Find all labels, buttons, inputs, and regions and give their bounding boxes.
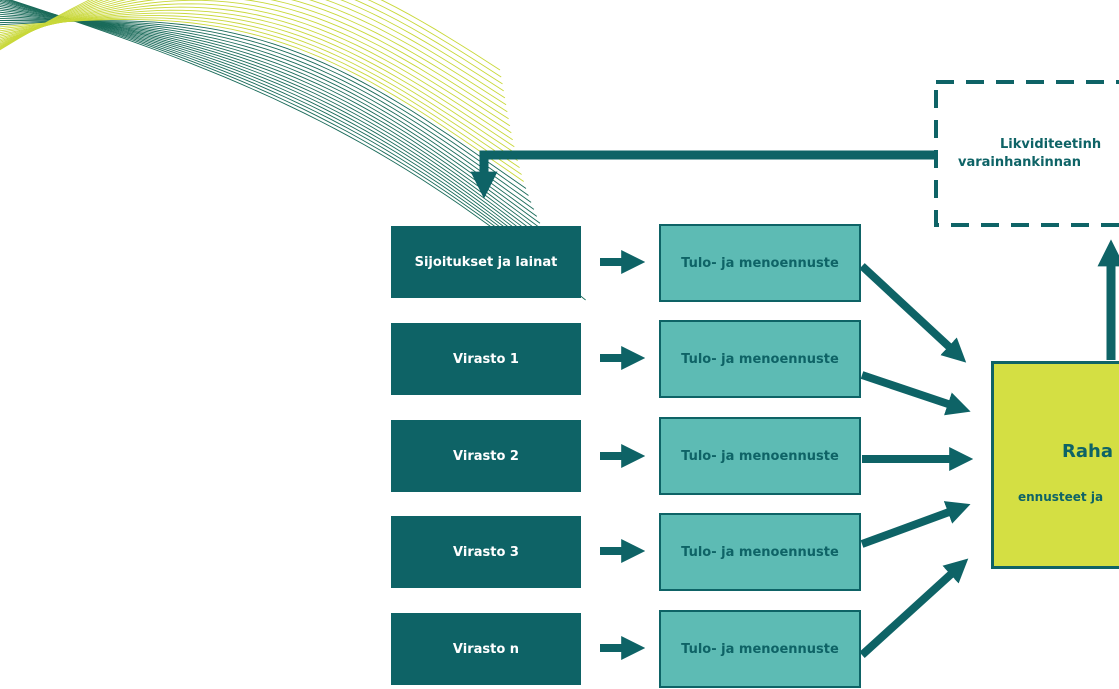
forecast-arrow-4 <box>860 501 971 548</box>
contour-line <box>0 4 559 259</box>
contour-line <box>0 0 503 85</box>
contour-line <box>0 20 527 189</box>
liquidity-line-1: Likviditeetinh <box>1000 137 1102 152</box>
contour-line <box>0 0 506 99</box>
contour-line <box>0 11 544 231</box>
contour-line <box>0 0 507 106</box>
forecast-label: Tulo- ja menoennuste <box>681 351 839 367</box>
forecast-box-1: Tulo- ja menoennuste <box>659 224 861 302</box>
source-label: Virasto 1 <box>453 351 519 367</box>
source-box-virasto-3: Virasto 3 <box>391 516 581 588</box>
contour-line <box>0 3 513 141</box>
forecast-label: Tulo- ja menoennuste <box>681 255 839 271</box>
contour-line <box>0 20 529 196</box>
contour-line <box>0 6 515 148</box>
forecast-box-3: Tulo- ja menoennuste <box>659 417 861 495</box>
cash-management-box: Raha ennusteet ja <box>991 361 1119 569</box>
contour-line <box>0 0 504 92</box>
forecast-box-5: Tulo- ja menoennuste <box>659 610 861 688</box>
contour-line <box>0 18 535 210</box>
contour-line <box>0 0 512 134</box>
source-box-virasto-2: Virasto 2 <box>391 420 581 492</box>
contour-line <box>0 17 522 175</box>
contour-line <box>0 0 508 113</box>
contour-line <box>0 19 524 182</box>
contour-line <box>0 0 511 127</box>
contour-line <box>0 20 532 203</box>
source-box-sijoitukset: Sijoitukset ja lainat <box>391 226 581 298</box>
source-label: Virasto 3 <box>453 544 519 560</box>
forecast-label: Tulo- ja menoennuste <box>681 448 839 464</box>
source-label: Virasto n <box>452 641 520 657</box>
liquidity-line-2: varainhankinnan <box>958 155 1082 170</box>
contour-line <box>0 7 551 245</box>
contour-line <box>0 0 572 280</box>
contour-line <box>0 1 568 273</box>
forecast-label: Tulo- ja menoennuste <box>681 544 839 560</box>
cash-box-subtitle: ennusteet ja <box>1018 489 1104 504</box>
forecast-label: Tulo- ja menoennuste <box>681 641 839 657</box>
contour-line <box>0 6 555 252</box>
contour-line <box>0 15 520 168</box>
forecast-box-4: Tulo- ja menoennuste <box>659 513 861 591</box>
contour-line <box>0 15 538 217</box>
feedback-connector <box>470 150 936 199</box>
source-label: Virasto 2 <box>453 448 519 464</box>
contour-line <box>0 2 563 266</box>
forecast-arrow-1 <box>859 263 967 363</box>
cash-box-title: Raha <box>1062 440 1113 462</box>
contour-line <box>0 0 502 78</box>
forecast-arrow-2 <box>860 371 971 416</box>
contour-line <box>0 12 518 161</box>
contour-line <box>0 9 547 238</box>
contour-line <box>0 0 509 120</box>
forecast-arrow-5 <box>859 558 969 658</box>
source-label: Sijoitukset ja lainat <box>414 254 558 270</box>
contour-line <box>0 0 501 71</box>
source-box-virasto-1: Virasto 1 <box>391 323 581 395</box>
contour-line-pattern <box>0 0 586 301</box>
contour-line <box>0 13 541 224</box>
source-box-virasto-n: Virasto n <box>391 613 581 685</box>
forecast-box-2: Tulo- ja menoennuste <box>659 320 861 398</box>
contour-line <box>0 9 517 154</box>
contour-line <box>2 0 577 287</box>
liquidity-box: Likviditeetinh varainhankinnan <box>936 80 1119 226</box>
